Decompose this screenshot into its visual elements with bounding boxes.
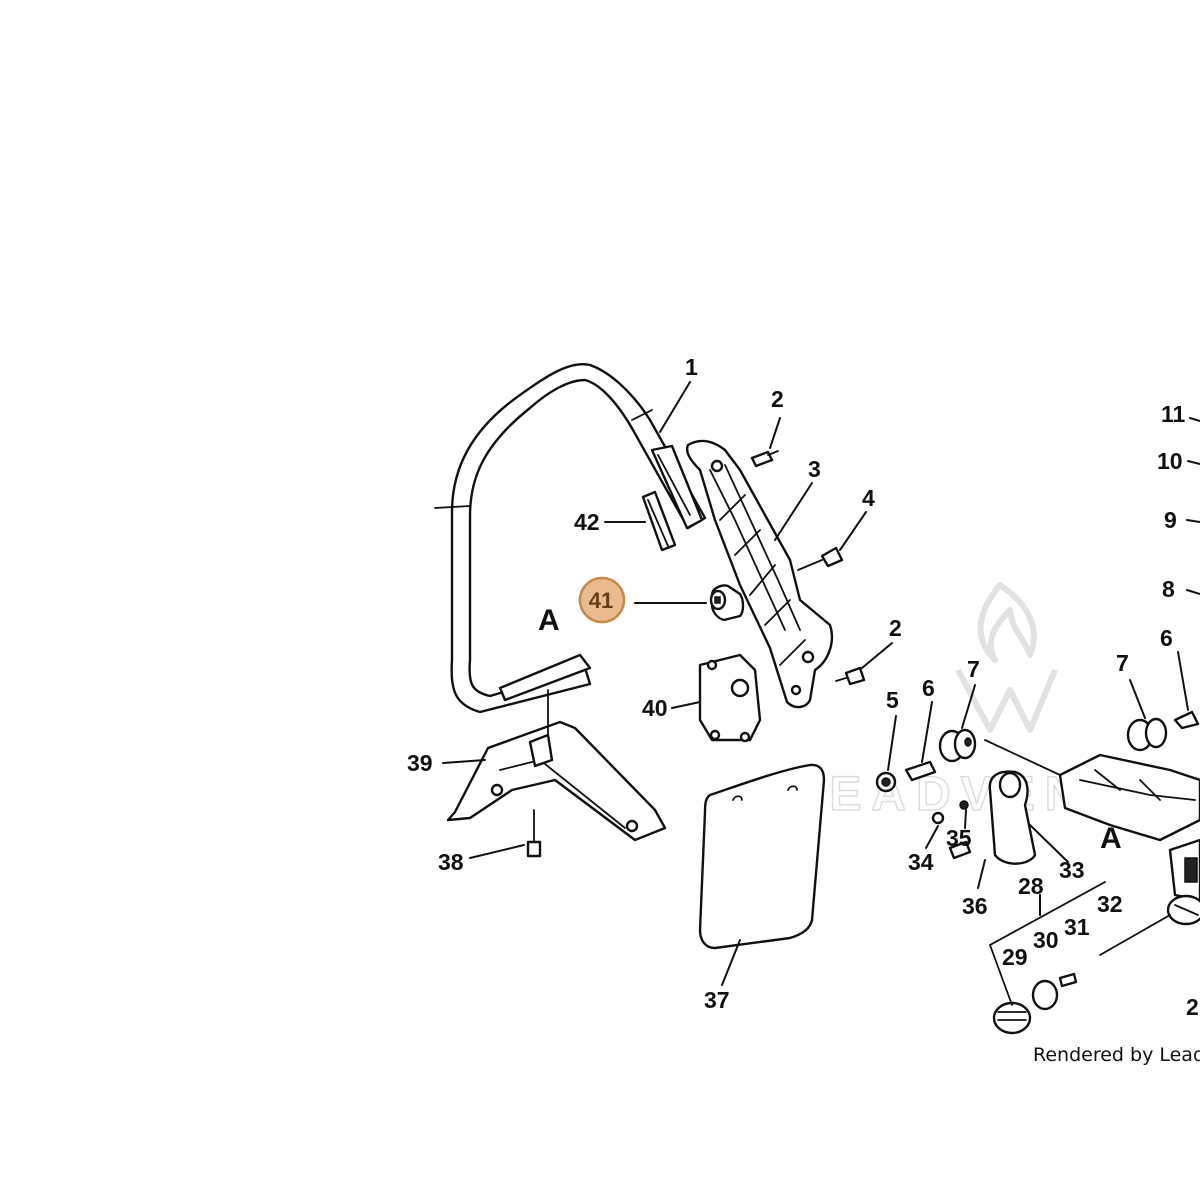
callout-35[interactable]: 35	[946, 825, 972, 851]
callout-38[interactable]: 38	[438, 849, 464, 875]
callout-28[interactable]: 28	[1018, 873, 1044, 899]
part-29-cap	[992, 1001, 1032, 1035]
part-31-screw	[1058, 972, 1078, 988]
section-markers: A A	[538, 604, 1122, 855]
callout-33[interactable]: 33	[1059, 857, 1085, 883]
part-40-plate	[698, 653, 762, 743]
part-35-washer	[959, 800, 969, 810]
section-marker-a-left: A	[538, 604, 560, 637]
callout-7-right[interactable]: 7	[1116, 650, 1129, 676]
part-33-mount	[988, 770, 1037, 865]
section-marker-a-right: A	[1100, 822, 1122, 855]
callout-31[interactable]: 31	[1064, 914, 1090, 940]
part-41-buffer	[709, 584, 745, 622]
flame-logo	[955, 582, 1058, 733]
callout-10[interactable]: 10	[1157, 448, 1183, 474]
callout-42[interactable]: 42	[574, 509, 600, 535]
screw-4	[797, 546, 844, 571]
callout-2-mid[interactable]: 2	[889, 615, 902, 641]
part-34-screw	[931, 811, 945, 825]
callout-1[interactable]: 1	[685, 354, 698, 380]
screw-2-top	[750, 450, 779, 468]
callout-39[interactable]: 39	[407, 750, 433, 776]
part-42-pad	[641, 490, 677, 552]
hotspot-41[interactable]: 41	[578, 576, 626, 624]
callout-5[interactable]: 5	[886, 687, 899, 713]
callout-8[interactable]: 8	[1162, 576, 1175, 602]
part-32-cap	[1099, 894, 1200, 956]
part-6-pin	[904, 760, 937, 782]
rendered-by-text: Rendered by LeadVe	[1033, 1044, 1200, 1066]
callout-34[interactable]: 34	[908, 849, 934, 875]
callout-32[interactable]: 32	[1097, 891, 1123, 917]
callout-2-top[interactable]: 2	[771, 386, 784, 412]
part-3-bracket	[686, 439, 834, 709]
part-1-handle-bar	[434, 362, 707, 714]
callout-11[interactable]: 11	[1161, 401, 1186, 427]
callout-30[interactable]: 30	[1033, 927, 1059, 953]
callout-9[interactable]: 9	[1164, 507, 1177, 533]
screw-38	[526, 809, 542, 858]
callouts: 1 2 2 3 4 5 6 6 7 7 8 9 10 11 28 29 30 3…	[407, 354, 1199, 1020]
part-7-bushing-left	[938, 728, 977, 763]
leader-lines	[442, 381, 1200, 986]
hotspot-label[interactable]: 41	[589, 588, 613, 613]
part-36-screw	[948, 840, 972, 860]
callout-36[interactable]: 36	[962, 893, 988, 919]
part-30-ring	[1031, 979, 1059, 1011]
callout-37[interactable]: 37	[704, 987, 730, 1013]
part-39-mount-bracket	[446, 689, 667, 842]
part-37-guard-plate	[698, 763, 826, 950]
part-7-bushing-right	[1126, 710, 1200, 752]
callout-40[interactable]: 40	[642, 695, 668, 721]
callout-3[interactable]: 3	[808, 456, 821, 482]
callout-6-right[interactable]: 6	[1160, 625, 1173, 651]
callout-29[interactable]: 29	[1002, 944, 1028, 970]
part-5-grommet	[875, 771, 897, 793]
part-28-bracket-line	[989, 881, 1106, 1006]
callout-4[interactable]: 4	[862, 485, 875, 511]
screw-2-mid	[835, 666, 866, 686]
callout-6-left[interactable]: 6	[922, 675, 935, 701]
hotspot-circle[interactable]	[578, 576, 626, 624]
callout-2-bottom[interactable]: 2	[1186, 994, 1199, 1020]
callout-7-left[interactable]: 7	[967, 656, 980, 682]
engine-housing	[984, 739, 1200, 902]
